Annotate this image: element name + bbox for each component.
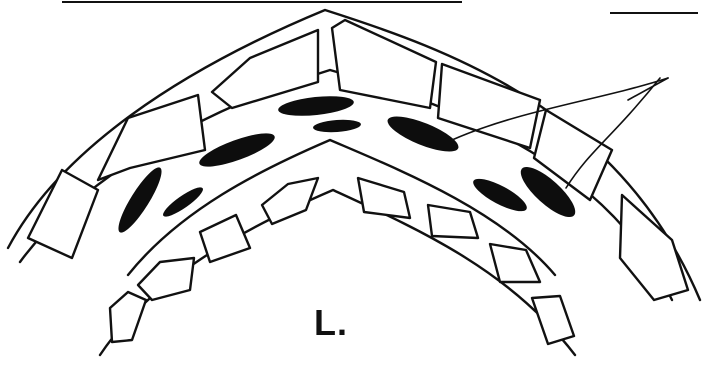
inner-cell bbox=[358, 178, 410, 218]
outer-cell bbox=[332, 20, 436, 108]
outer-cell bbox=[98, 95, 205, 180]
outer-cell bbox=[212, 30, 318, 108]
inner-layer-upper-edge bbox=[128, 140, 555, 275]
outer-cell-layer bbox=[28, 20, 688, 300]
dark-body bbox=[469, 173, 530, 217]
dark-body bbox=[160, 183, 206, 220]
inner-cell bbox=[110, 292, 146, 342]
dark-body bbox=[277, 93, 354, 119]
outer-cell bbox=[438, 64, 540, 148]
dark-body bbox=[112, 163, 168, 237]
outer-cell bbox=[28, 170, 98, 258]
pointer-line bbox=[628, 78, 668, 100]
inner-cell bbox=[428, 205, 478, 238]
dark-body bbox=[196, 127, 278, 173]
inner-cell bbox=[532, 296, 574, 344]
outer-cell bbox=[620, 195, 688, 300]
inner-cell bbox=[200, 215, 250, 262]
inner-cell bbox=[138, 258, 194, 300]
inner-cell bbox=[490, 244, 540, 282]
dark-body bbox=[313, 118, 362, 133]
figure-label: L. bbox=[314, 305, 348, 341]
inner-cell bbox=[262, 178, 318, 224]
